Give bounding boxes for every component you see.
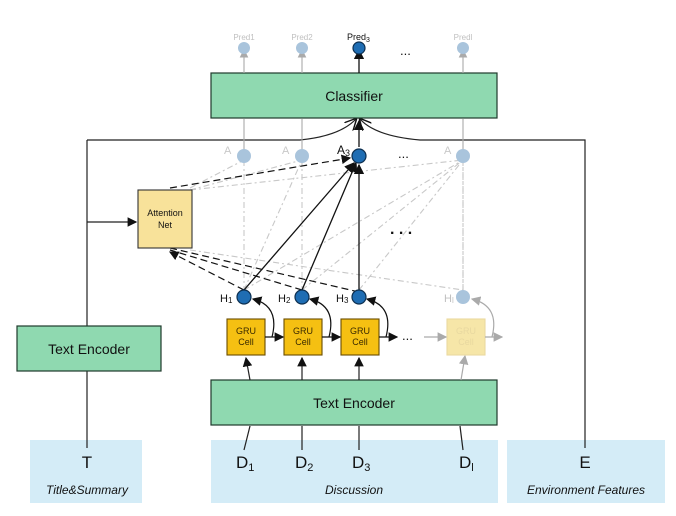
title-summary-caption: Title&Summary — [46, 483, 129, 497]
pred3-label-sub: 3 — [366, 37, 370, 44]
a3-label: A3 — [337, 143, 350, 158]
d1-main: D — [236, 453, 248, 472]
h-to-a3-connections — [243, 48, 365, 291]
discussion-panel — [211, 440, 498, 503]
enc-to-gru1 — [242, 356, 253, 381]
gru2-line2: Cell — [295, 337, 311, 347]
e-symbol: E — [579, 453, 590, 472]
h1-node — [236, 289, 252, 305]
dl-line — [459, 425, 464, 451]
gru2-to-h2-arrow — [308, 296, 332, 338]
dl-symbol: Dl — [459, 453, 474, 474]
d3-sub: 3 — [364, 462, 370, 474]
d3-symbol: D3 — [352, 453, 370, 474]
gru1-line1: GRU — [236, 326, 256, 336]
pred2-label: Pred2 — [291, 33, 313, 42]
a3-label-main: A — [337, 143, 345, 157]
grul-to-hl-arrow — [470, 296, 495, 338]
al-node — [456, 149, 470, 163]
grul-line1: GRU — [456, 326, 476, 336]
environment-caption: Environment Features — [527, 483, 645, 497]
hl-node — [456, 290, 470, 304]
d1-symbol: D1 — [236, 453, 254, 474]
attention-net-line1: Attention — [147, 208, 183, 218]
pred2-node — [296, 42, 308, 54]
h2-node — [294, 289, 310, 305]
gru3-to-h3-arrow — [365, 296, 389, 338]
d2-main: D — [295, 453, 307, 472]
text-encoder-main — [210, 379, 498, 426]
hl-main: H — [444, 293, 452, 305]
gru3-line2: Cell — [352, 337, 368, 347]
e-to-classifier-line — [360, 119, 586, 448]
gru3-line1: GRU — [350, 326, 370, 336]
d2-symbol: D2 — [295, 453, 313, 474]
h2-sub: 2 — [286, 296, 291, 305]
dl-main: D — [459, 453, 471, 472]
h1-label: H1 — [220, 293, 233, 305]
predl-node — [457, 42, 469, 54]
h3-label: H3 — [336, 293, 349, 305]
t-to-classifier-line — [87, 119, 356, 141]
a3-node — [351, 148, 367, 164]
h1-main: H — [220, 293, 228, 305]
pred1-node — [238, 42, 250, 54]
text-encoder-main-label: Text Encoder — [313, 395, 395, 411]
d1-line — [243, 425, 251, 451]
pred3-node — [352, 41, 366, 55]
d1-sub: 1 — [248, 462, 254, 474]
pred1-label: Pred1 — [233, 33, 255, 42]
text-encoder-left-label: Text Encoder — [48, 341, 130, 357]
enc-to-grul — [458, 354, 469, 381]
attention-net-connections — [168, 154, 360, 293]
gru2-line1: GRU — [293, 326, 313, 336]
text-encoder-left — [16, 325, 162, 372]
gru-ellipsis: ... — [402, 328, 413, 343]
pred-ellipsis: ... — [400, 43, 411, 58]
h3-sub: 3 — [344, 296, 349, 305]
discussion-caption: Discussion — [325, 483, 383, 497]
pred3-label-main: Pred — [347, 32, 366, 42]
attention-net-line2: Net — [158, 220, 173, 230]
h2-main: H — [278, 293, 286, 305]
gru1-to-h1-arrow — [251, 296, 275, 338]
hl-label: Hl — [444, 293, 454, 305]
classifier-label: Classifier — [325, 88, 383, 104]
al-label: A — [444, 145, 452, 157]
faded-a-to-classifier — [239, 48, 468, 150]
grul-line2: Cell — [458, 337, 474, 347]
h3-main: H — [336, 293, 344, 305]
a2-label: A — [282, 145, 290, 157]
gru-cell-1 — [226, 318, 266, 356]
classifier-box — [210, 72, 498, 119]
d3-main: D — [352, 453, 364, 472]
attention-net-box — [137, 189, 193, 249]
environment-panel — [507, 440, 665, 503]
a1-node — [237, 149, 251, 163]
title-summary-panel — [30, 440, 142, 503]
h1-sub: 1 — [228, 296, 233, 305]
middle-dots: . . . — [390, 221, 412, 238]
h2-label: H2 — [278, 293, 291, 305]
a2-node — [295, 149, 309, 163]
a3-label-sub: 3 — [345, 148, 350, 158]
h3-node — [351, 289, 367, 305]
gru1-line2: Cell — [238, 337, 254, 347]
dl-sub: l — [471, 462, 473, 474]
t-symbol: T — [82, 453, 92, 472]
pred3-label: Pred3 — [347, 32, 370, 44]
a1-label: A — [224, 145, 232, 157]
d2-sub: 2 — [307, 462, 313, 474]
hl-sub: l — [452, 296, 454, 305]
faded-attention-connections — [189, 159, 464, 291]
a-ellipsis: ... — [398, 146, 409, 161]
predl-label: Predl — [454, 33, 473, 42]
